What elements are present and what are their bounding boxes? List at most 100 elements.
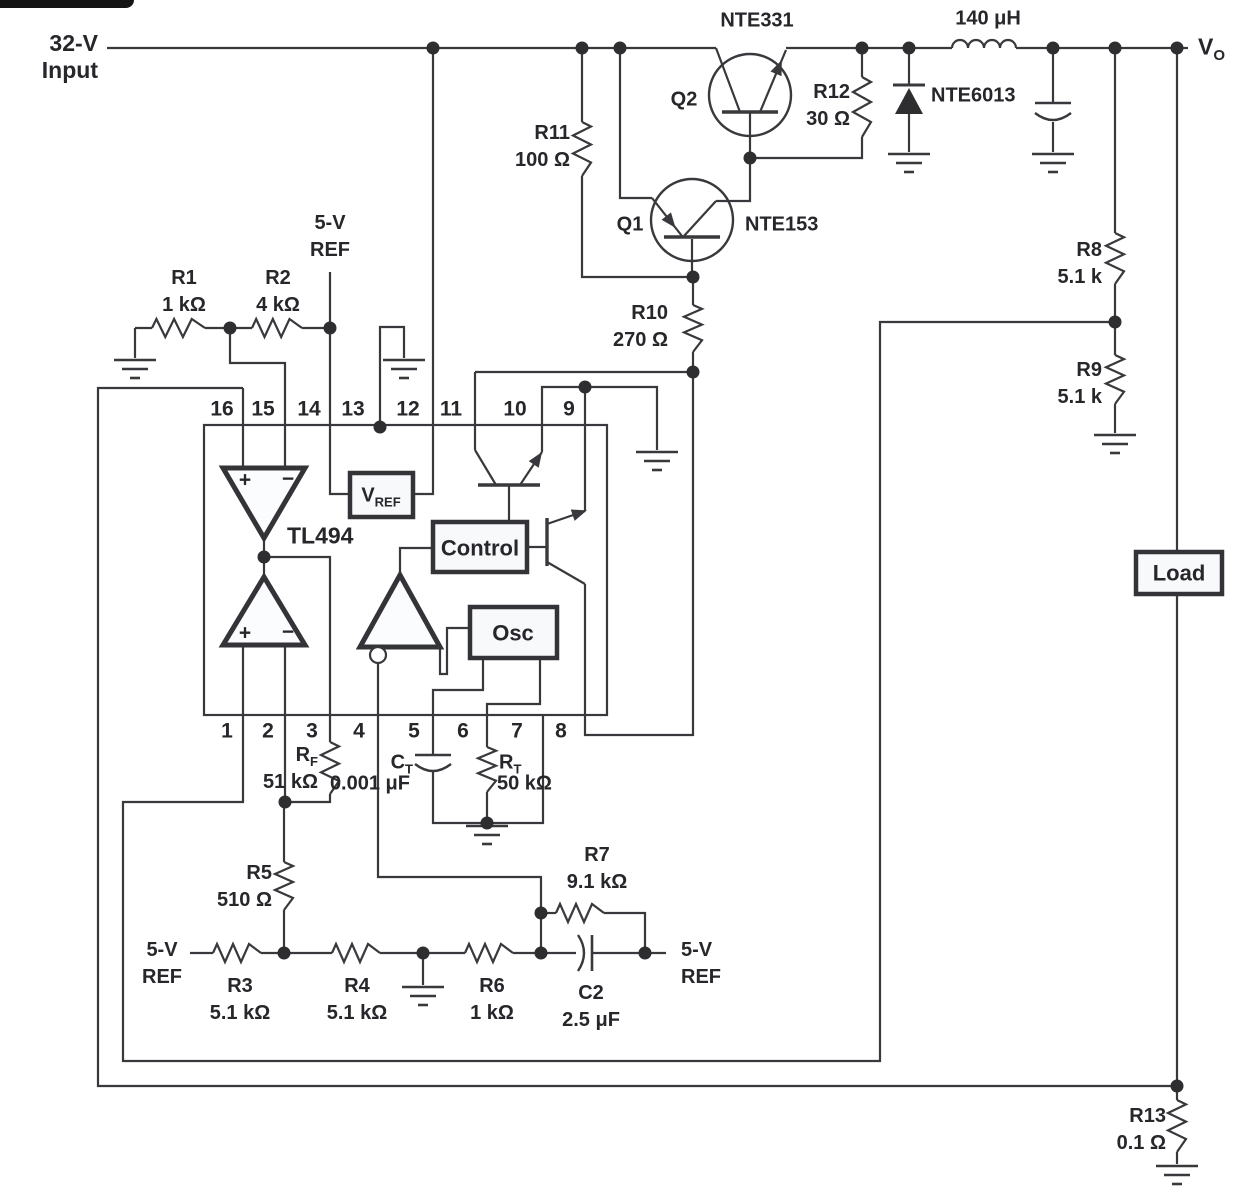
osc-block (467, 604, 560, 661)
wire (264, 555, 332, 742)
wire (580, 176, 693, 279)
resistor-symbol (330, 941, 381, 965)
junction-dot (902, 41, 916, 55)
emitter-arrow (528, 451, 543, 468)
wire (604, 911, 647, 953)
pin-15: 15 (251, 397, 275, 421)
pin-4: 4 (353, 719, 365, 743)
wire (438, 626, 470, 676)
pin-10: 10 (503, 397, 527, 421)
vref-block (347, 470, 416, 520)
wire (285, 794, 332, 804)
wire-segment (714, 47, 742, 113)
resistor-symbol (1165, 1099, 1189, 1153)
error-amp-1 (218, 465, 310, 543)
label-ct-value: 0.001 μF (329, 772, 410, 795)
junction-dot (1046, 41, 1060, 55)
pin-13: 13 (341, 397, 365, 421)
label-rt-id: RT (499, 751, 522, 777)
control-block (430, 519, 530, 575)
emitter-arrow (770, 59, 782, 77)
junction-dot (575, 41, 589, 55)
wire (716, 158, 752, 203)
junction-dot (534, 906, 548, 920)
resistor-symbol (272, 860, 296, 911)
wire (618, 48, 652, 200)
junction-dot (578, 380, 592, 394)
pin-1: 1 (221, 719, 233, 743)
resistor-symbol (1103, 353, 1127, 405)
resistor-symbol (151, 316, 206, 340)
pin-12: 12 (396, 397, 420, 421)
junction-dot (426, 41, 440, 55)
label-q1-part: NTE153 (745, 213, 819, 236)
wire (413, 48, 435, 496)
resistor-symbol (251, 316, 303, 340)
junction-dot (1170, 1079, 1184, 1093)
junction-dot (613, 41, 627, 55)
amp2-plus: + (238, 621, 252, 645)
label-q2-id: Q2 (670, 88, 698, 111)
pwm-comparator (355, 569, 445, 650)
junction-dot (1108, 41, 1122, 55)
wire (485, 658, 542, 747)
wire (398, 546, 433, 575)
wire-segment (683, 200, 717, 237)
label-ct-id: CT (390, 751, 413, 777)
label-load: Load (1152, 560, 1206, 586)
label-ic-name: TL494 (287, 522, 354, 549)
inductor-symbol (950, 38, 1018, 49)
junction-dot (1170, 41, 1184, 55)
resistor-symbol (475, 745, 499, 793)
junction-dot (743, 151, 757, 165)
emitter-arrow (661, 212, 676, 228)
resistor-symbol (463, 941, 514, 965)
label-vref-block: VREF (361, 484, 401, 510)
resistor-symbol (211, 941, 262, 965)
inverting-input-bubble (368, 645, 388, 665)
corner-bar-decoration (0, 0, 134, 8)
resistor-symbol (681, 303, 705, 353)
pin-5: 5 (408, 719, 420, 743)
junction-dot (686, 365, 700, 379)
label-q2-part: NTE331 (720, 9, 794, 32)
junction-dot (323, 321, 337, 335)
junction-dot (416, 946, 430, 960)
transistor-q1 (649, 177, 735, 263)
wire (540, 385, 659, 452)
label-control-block: Control (440, 535, 520, 561)
pin-9: 9 (563, 397, 575, 421)
junction-dot (278, 795, 292, 809)
wire-segment (546, 561, 586, 585)
pin-7: 7 (511, 719, 523, 743)
junction-dot (480, 816, 494, 830)
wire-segment (474, 449, 497, 486)
wire (376, 663, 543, 913)
resistor-symbol (554, 901, 605, 925)
resistor-symbol (850, 76, 874, 138)
capacitor-symbol (1034, 112, 1072, 122)
label-rt-value: 50 kΩ (497, 772, 552, 795)
wire (328, 272, 350, 496)
pin-6: 6 (457, 719, 469, 743)
error-amp-2 (218, 572, 310, 648)
label-rf: RF 51 kΩ (263, 744, 318, 793)
label-diode-part: NTE6013 (931, 84, 1016, 107)
junction-dot (373, 420, 387, 434)
pin-8: 8 (555, 719, 567, 743)
wire (121, 320, 1115, 1063)
